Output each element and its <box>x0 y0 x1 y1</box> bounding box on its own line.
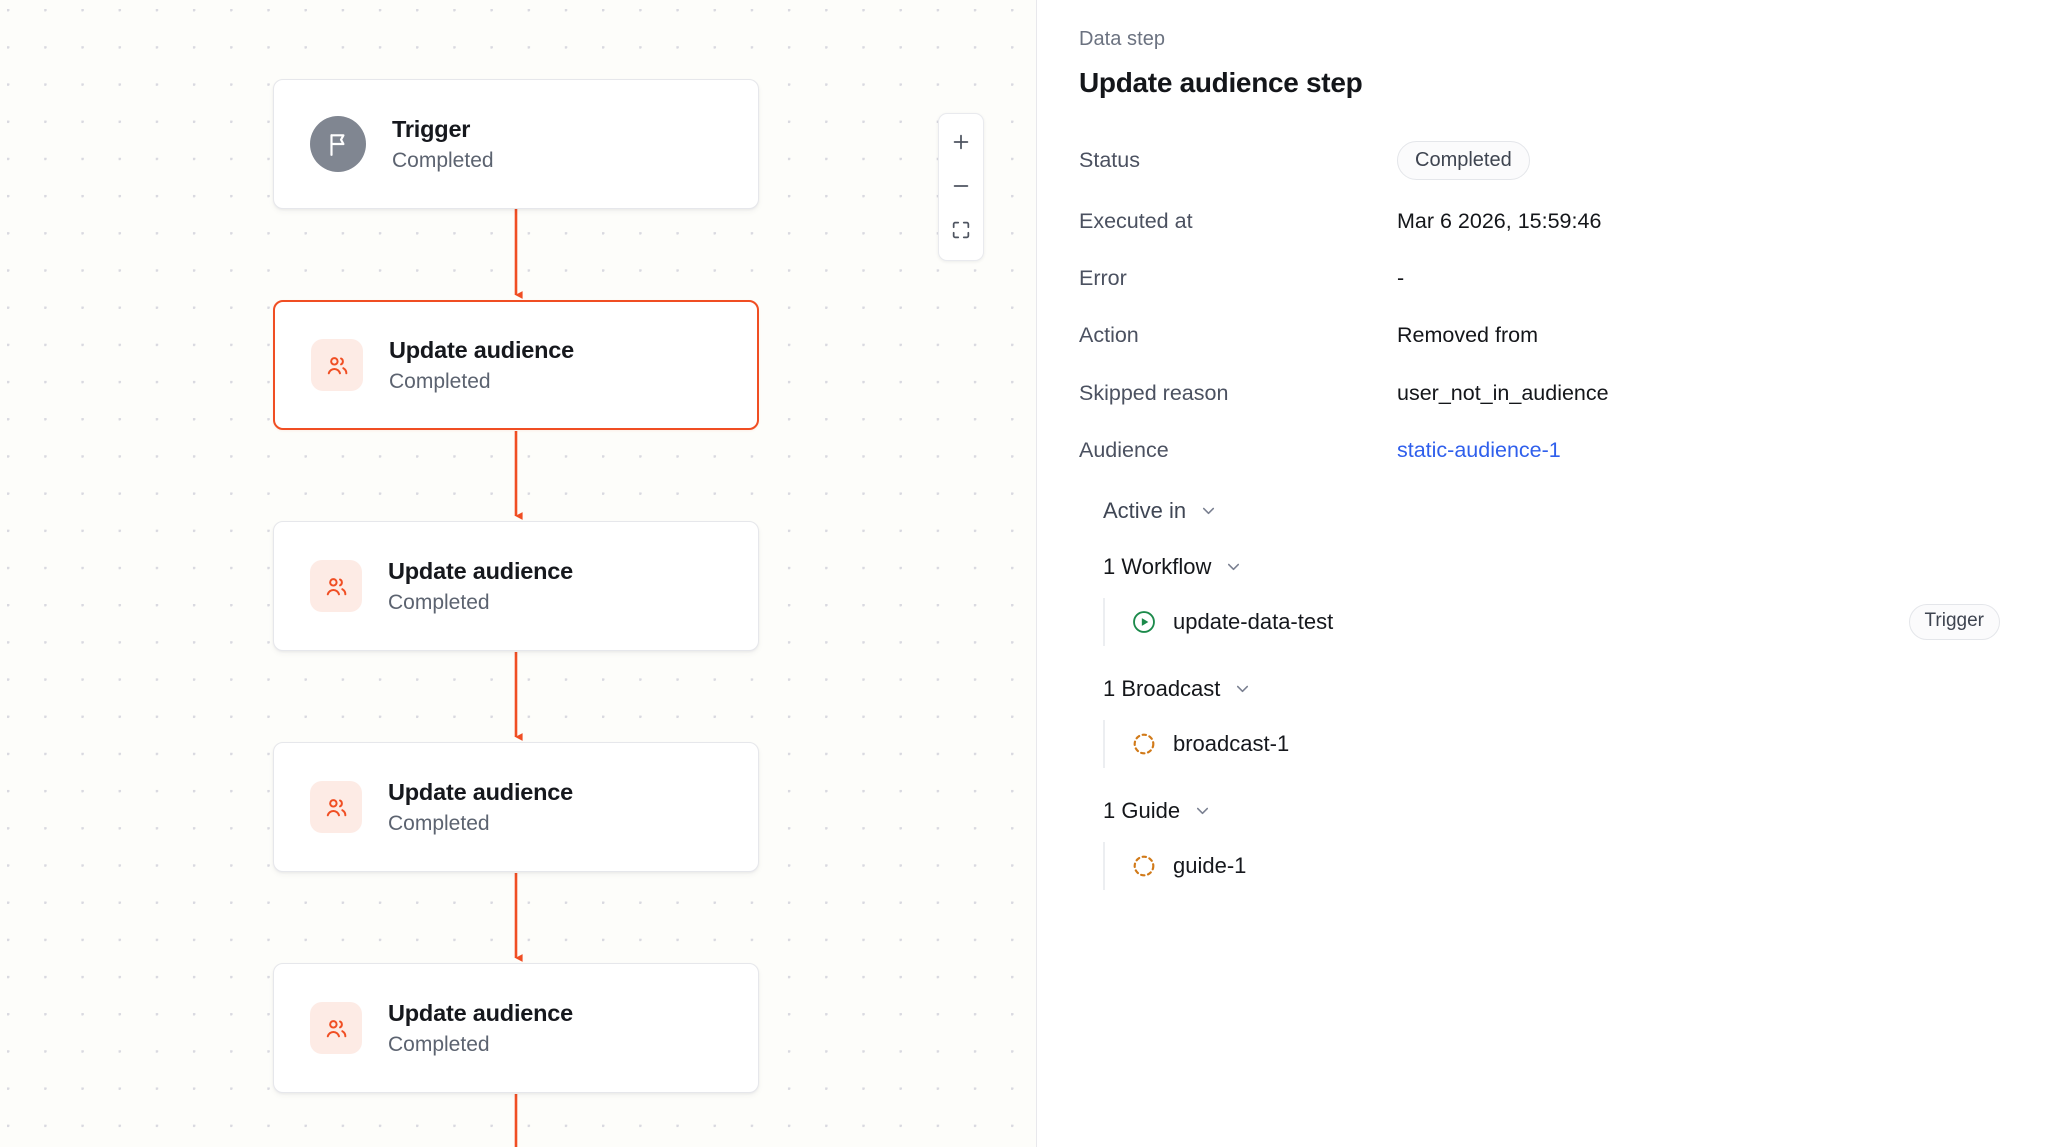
dashed-circle-icon <box>1131 853 1157 879</box>
detail-label: Audience <box>1079 437 1169 462</box>
chevron-down-icon <box>1199 501 1218 520</box>
flow-node-status: Completed <box>388 1032 490 1056</box>
flow-node-title: Trigger <box>392 116 471 143</box>
active-in-section: Active in 1 Workflow <box>1079 498 2008 890</box>
group-label: 1 Broadcast <box>1103 675 1221 701</box>
detail-value: Mar 6 2026, 15:59:46 <box>1397 209 1602 233</box>
flow-node-text: Trigger Completed <box>392 115 494 172</box>
flag-icon <box>310 116 366 172</box>
flow-node-status: Completed <box>392 148 494 172</box>
active-in-group-workflow: 1 Workflow <box>1103 554 2008 646</box>
group-items: update-data-test Trigger <box>1103 597 2008 646</box>
flow-node-title: Update audience <box>389 337 575 364</box>
detail-row-audience: Audience static-audience-1 <box>1079 431 2008 466</box>
dashed-circle-icon <box>1131 731 1157 757</box>
detail-label: Error <box>1079 266 1127 291</box>
detail-label: Skipped reason <box>1079 380 1229 405</box>
detail-row-action: Action Removed from <box>1079 316 2008 351</box>
list-item-badge: Trigger <box>1908 603 2000 640</box>
status-badge: Completed <box>1397 141 1530 180</box>
detail-label: Status <box>1079 148 1140 172</box>
group-toggle-workflow[interactable]: 1 Workflow <box>1103 554 2008 580</box>
panel-eyebrow: Data step <box>1079 28 1166 50</box>
flow-node-status: Completed <box>388 590 490 614</box>
list-item[interactable]: update-data-test Trigger <box>1131 598 2008 646</box>
active-in-toggle[interactable]: Active in <box>1103 498 2008 524</box>
detail-label: Action <box>1079 323 1139 348</box>
audience-link[interactable]: static-audience-1 <box>1397 437 1561 462</box>
flow-node-update-audience-3[interactable]: Update audience Completed <box>273 742 759 872</box>
detail-row-skipped-reason: Skipped reason user_not_in_audience <box>1079 374 2008 409</box>
zoom-in-button[interactable] <box>940 122 982 162</box>
group-items: broadcast-1 <box>1103 719 2008 768</box>
flow-node-status: Completed <box>389 369 491 393</box>
users-icon <box>310 560 362 612</box>
detail-row-error: Error - <box>1079 259 2008 294</box>
detail-label: Executed at <box>1079 209 1193 233</box>
group-toggle-guide[interactable]: 1 Guide <box>1103 798 2008 824</box>
chevron-down-icon <box>1224 557 1243 576</box>
canvas-panel-divider <box>1036 0 1037 1147</box>
details-panel: Data step Update audience step Status Co… <box>1037 0 2048 1147</box>
flow-node-title: Update audience <box>388 558 574 585</box>
detail-value: user_not_in_audience <box>1397 380 1609 405</box>
chevron-down-icon <box>1233 679 1252 698</box>
users-icon <box>310 781 362 833</box>
detail-row-status: Status Completed <box>1079 141 2008 180</box>
group-toggle-broadcast[interactable]: 1 Broadcast <box>1103 676 2008 702</box>
zoom-out-button[interactable] <box>940 166 982 206</box>
flow-node-status: Completed <box>388 811 490 835</box>
list-item-label: update-data-test <box>1173 608 1334 634</box>
detail-value-wrap: Completed <box>1397 141 1530 180</box>
play-circle-icon <box>1131 609 1157 635</box>
flow-node-update-audience-4[interactable]: Update audience Completed <box>273 963 759 1093</box>
zoom-controls <box>938 113 984 261</box>
active-in-group-broadcast: 1 Broadcast broadcast-1 <box>1103 676 2008 768</box>
page-title: Update audience step <box>1079 67 1363 98</box>
active-in-label: Active in <box>1103 497 1187 523</box>
flow-node-text: Update audience Completed <box>388 778 573 835</box>
group-label: 1 Guide <box>1103 797 1181 823</box>
flow-connectors <box>514 209 523 1147</box>
list-item[interactable]: broadcast-1 <box>1131 720 2008 768</box>
group-items: guide-1 <box>1103 841 2008 890</box>
group-label: 1 Workflow <box>1103 553 1212 579</box>
flow-node-title: Update audience <box>388 779 574 806</box>
users-icon <box>310 1002 362 1054</box>
chevron-down-icon <box>1193 801 1212 820</box>
flow-node-title: Update audience <box>388 1000 574 1027</box>
fit-to-screen-button[interactable] <box>940 210 982 250</box>
detail-value: - <box>1397 266 1405 291</box>
users-icon <box>311 339 363 391</box>
flow-node-update-audience-selected[interactable]: Update audience Completed <box>273 300 759 430</box>
list-item-label: broadcast-1 <box>1173 730 1290 756</box>
detail-value: Removed from <box>1397 323 1538 348</box>
workflow-canvas[interactable]: Trigger Completed Update audience Comple… <box>0 0 1037 1147</box>
flow-node-update-audience-2[interactable]: Update audience Completed <box>273 521 759 651</box>
details-list: Status Completed Executed at Mar 6 2026,… <box>1079 141 2008 466</box>
active-in-group-guide: 1 Guide guide-1 <box>1103 798 2008 890</box>
list-item[interactable]: guide-1 <box>1131 842 2008 890</box>
flow-node-text: Update audience Completed <box>388 999 573 1056</box>
flow-node-text: Update audience Completed <box>389 336 574 393</box>
list-item-label: guide-1 <box>1173 852 1247 878</box>
detail-row-executed-at: Executed at Mar 6 2026, 15:59:46 <box>1079 202 2008 237</box>
flow-node-trigger[interactable]: Trigger Completed <box>273 79 759 209</box>
flow-node-text: Update audience Completed <box>388 557 573 614</box>
